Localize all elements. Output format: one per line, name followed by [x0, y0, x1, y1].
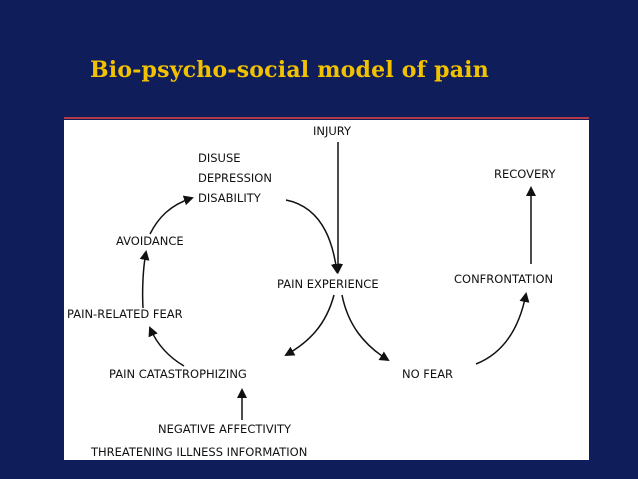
slide-title: Bio-psycho-social model of pain [90, 57, 489, 83]
node-recovery: RECOVERY [494, 167, 557, 181]
node-negative-affectivity: NEGATIVE AFFECTIVITY [158, 422, 292, 436]
node-pain-related-fear: PAIN-RELATED FEAR [67, 307, 183, 321]
node-injury: INJURY [313, 124, 352, 138]
arrow-pain-experience-to-no-fear [341, 294, 390, 362]
arrow-avoidance-to-disability [149, 195, 194, 235]
fear-avoidance-diagram: INJURY DISUSE DEPRESSION DISABILITY AVOI… [67, 124, 557, 459]
node-disuse: DISUSE [198, 151, 241, 165]
node-avoidance: AVOIDANCE [116, 234, 184, 248]
node-disability: DISABILITY [198, 191, 262, 205]
arrow-pain-related-fear-to-avoidance [139, 250, 150, 309]
node-threatening-illness-information: THREATENING ILLNESS INFORMATION [90, 445, 307, 459]
node-pain-catastrophizing: PAIN CATASTROPHIZING [109, 367, 247, 381]
diagram-panel: INJURY DISUSE DEPRESSION DISABILITY AVOI… [64, 120, 589, 460]
arrow-pain-experience-to-catastrophizing [284, 294, 335, 356]
title-divider [64, 117, 589, 119]
arrow-catastrophizing-to-pain-related-fear [148, 326, 185, 367]
node-confrontation: CONFRONTATION [454, 272, 553, 286]
node-no-fear: NO FEAR [402, 367, 453, 381]
arrow-disability-to-pain-experience [285, 199, 341, 274]
arrow-no-fear-to-confrontation [475, 292, 530, 365]
node-pain-experience: PAIN EXPERIENCE [277, 277, 379, 291]
node-depression: DEPRESSION [198, 171, 272, 185]
